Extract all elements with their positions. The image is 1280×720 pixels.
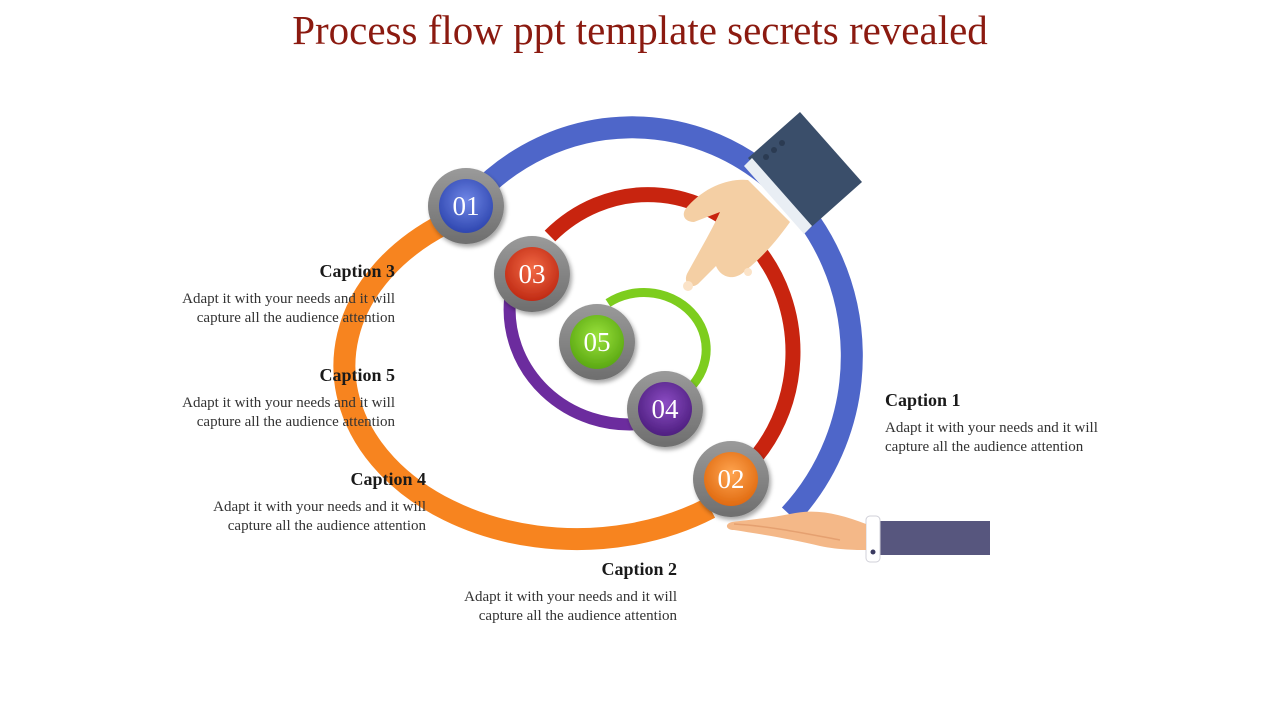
badge-03: 03 [494, 236, 570, 312]
caption-5-description: Adapt it with your needs and it will cap… [90, 394, 395, 432]
caption-5: Caption 5 Adapt it with your needs and i… [90, 365, 395, 432]
caption-3-description: Adapt it with your needs and it will cap… [90, 290, 395, 328]
badge-01: 01 [428, 168, 504, 244]
caption-3-line-2: capture all the audience attention [196, 310, 395, 326]
caption-4: Caption 4 Adapt it with your needs and i… [121, 469, 426, 536]
badge-02: 02 [693, 441, 769, 517]
caption-1-line-1: Adapt it with your needs and it will [885, 420, 1098, 436]
caption-2-description: Adapt it with your needs and it will cap… [372, 588, 677, 626]
caption-2-line-2: capture all the audience attention [478, 608, 677, 624]
caption-5-line-2: capture all the audience attention [196, 414, 395, 430]
page-title: Process flow ppt template secrets reveal… [292, 7, 988, 53]
arc-step-04 [503, 299, 641, 431]
caption-1-description: Adapt it with your needs and it will cap… [885, 419, 1205, 457]
badge-03-label: 03 [519, 259, 546, 289]
caption-3-title: Caption 3 [319, 261, 395, 281]
caption-4-description: Adapt it with your needs and it will cap… [121, 498, 426, 536]
caption-4-line-2: capture all the audience attention [227, 518, 426, 534]
pointing-hand-icon [683, 112, 862, 291]
badge-01-label: 01 [453, 191, 480, 221]
badge-05: 05 [559, 304, 635, 380]
caption-1: Caption 1 Adapt it with your needs and i… [885, 390, 1205, 457]
caption-1-line-2: capture all the audience attention [885, 439, 1084, 455]
badge-02-label: 02 [718, 464, 745, 494]
caption-1-title: Caption 1 [885, 390, 961, 410]
caption-4-line-1: Adapt it with your needs and it will [213, 499, 426, 515]
badge-05-label: 05 [584, 327, 611, 357]
caption-5-line-1: Adapt it with your needs and it will [182, 395, 395, 411]
caption-3-line-1: Adapt it with your needs and it will [182, 291, 395, 307]
caption-4-title: Caption 4 [350, 469, 426, 489]
caption-2-line-1: Adapt it with your needs and it will [464, 589, 677, 605]
caption-2: Caption 2 Adapt it with your needs and i… [372, 559, 677, 626]
caption-3: Caption 3 Adapt it with your needs and i… [90, 261, 395, 328]
badge-04: 04 [627, 371, 703, 447]
badge-04-label: 04 [652, 394, 680, 424]
caption-5-title: Caption 5 [319, 365, 395, 385]
arc-step-02 [333, 214, 716, 551]
caption-2-title: Caption 2 [601, 559, 677, 579]
open-hand-icon [726, 511, 990, 563]
arc-step-05 [605, 287, 711, 400]
